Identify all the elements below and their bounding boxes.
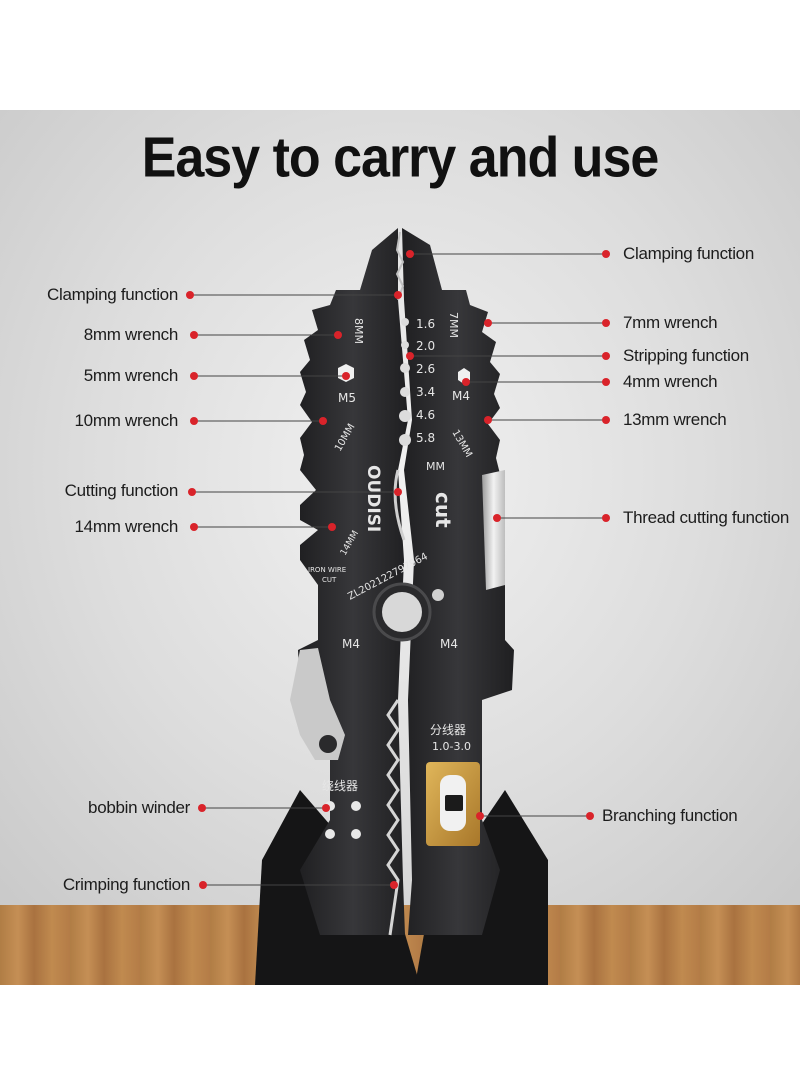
strip-size-6: 5.8: [416, 431, 435, 445]
pivot-screw: [432, 589, 444, 601]
stripping-holes: [399, 318, 411, 446]
bobbin-winder-holes: [325, 801, 361, 839]
size-unit: MM: [426, 460, 445, 473]
strip-size-5: 4.6: [416, 408, 435, 422]
strip-size-2: 2.0: [416, 339, 435, 353]
callout-right-7mm-wrench: 7mm wrench: [623, 313, 718, 332]
callout-leaders-left: [186, 291, 402, 889]
strip-size-1: 1.6: [416, 317, 435, 331]
callout-leaders-right: [406, 250, 610, 820]
pivot-m4-left: M4: [342, 637, 360, 651]
callout-left-8mm-wrench: 8mm wrench: [83, 325, 179, 344]
callout-left-crimping: Crimping function: [62, 875, 190, 894]
brand-label: OUDISI: [363, 465, 383, 532]
thread-cutting-blade: [482, 470, 505, 590]
callout-left-cutting: Cutting function: [64, 481, 179, 500]
iron-wire-label: IRON WIRE: [308, 566, 346, 574]
winder-hook: [290, 648, 345, 760]
headline: Easy to carry and use: [141, 126, 660, 190]
cut-label: cut: [431, 492, 455, 528]
strip-size-3: 2.6: [416, 362, 435, 376]
crimping-teeth: [386, 699, 400, 936]
left-jaw: [298, 228, 408, 935]
callout-right-stripping: Stripping function: [623, 346, 749, 365]
callout-right-4mm-wrench: 4mm wrench: [623, 372, 718, 391]
pivot-m4-right: M4: [440, 637, 458, 651]
pivot-bolt: [382, 592, 422, 632]
callout-left-14mm-wrench: 14mm wrench: [74, 517, 179, 536]
callout-right-thread-cutting: Thread cutting function: [623, 508, 790, 527]
callout-left-bobbin-winder: bobbin winder: [88, 798, 190, 817]
hex-m4-label: M4: [452, 389, 470, 403]
splitter-cn-label: 分线器: [430, 723, 466, 737]
hex-m5-label: M5: [338, 391, 356, 405]
wrench-7-label: 7MM: [447, 312, 460, 338]
splitter-range-label: 1.0-3.0: [432, 740, 471, 753]
cutting-edge: [393, 469, 406, 541]
callout-right-branching: Branching function: [602, 806, 738, 825]
callout-left-clamping: Clamping function: [47, 285, 178, 304]
strip-size-4: 3.4: [416, 385, 435, 399]
right-jaw: [402, 228, 514, 935]
winder-cn-label: 绕线器: [322, 779, 358, 793]
clamp-serration: [395, 231, 405, 301]
iron-wire-cut-label: CUT: [322, 576, 337, 584]
wrench-8-label: 8MM: [352, 318, 365, 344]
callout-left-10mm-wrench: 10mm wrench: [74, 411, 179, 430]
callout-right-13mm-wrench: 13mm wrench: [623, 410, 727, 429]
callout-right-clamping: Clamping function: [623, 244, 754, 263]
callout-left-5mm-wrench: 5mm wrench: [83, 366, 179, 385]
